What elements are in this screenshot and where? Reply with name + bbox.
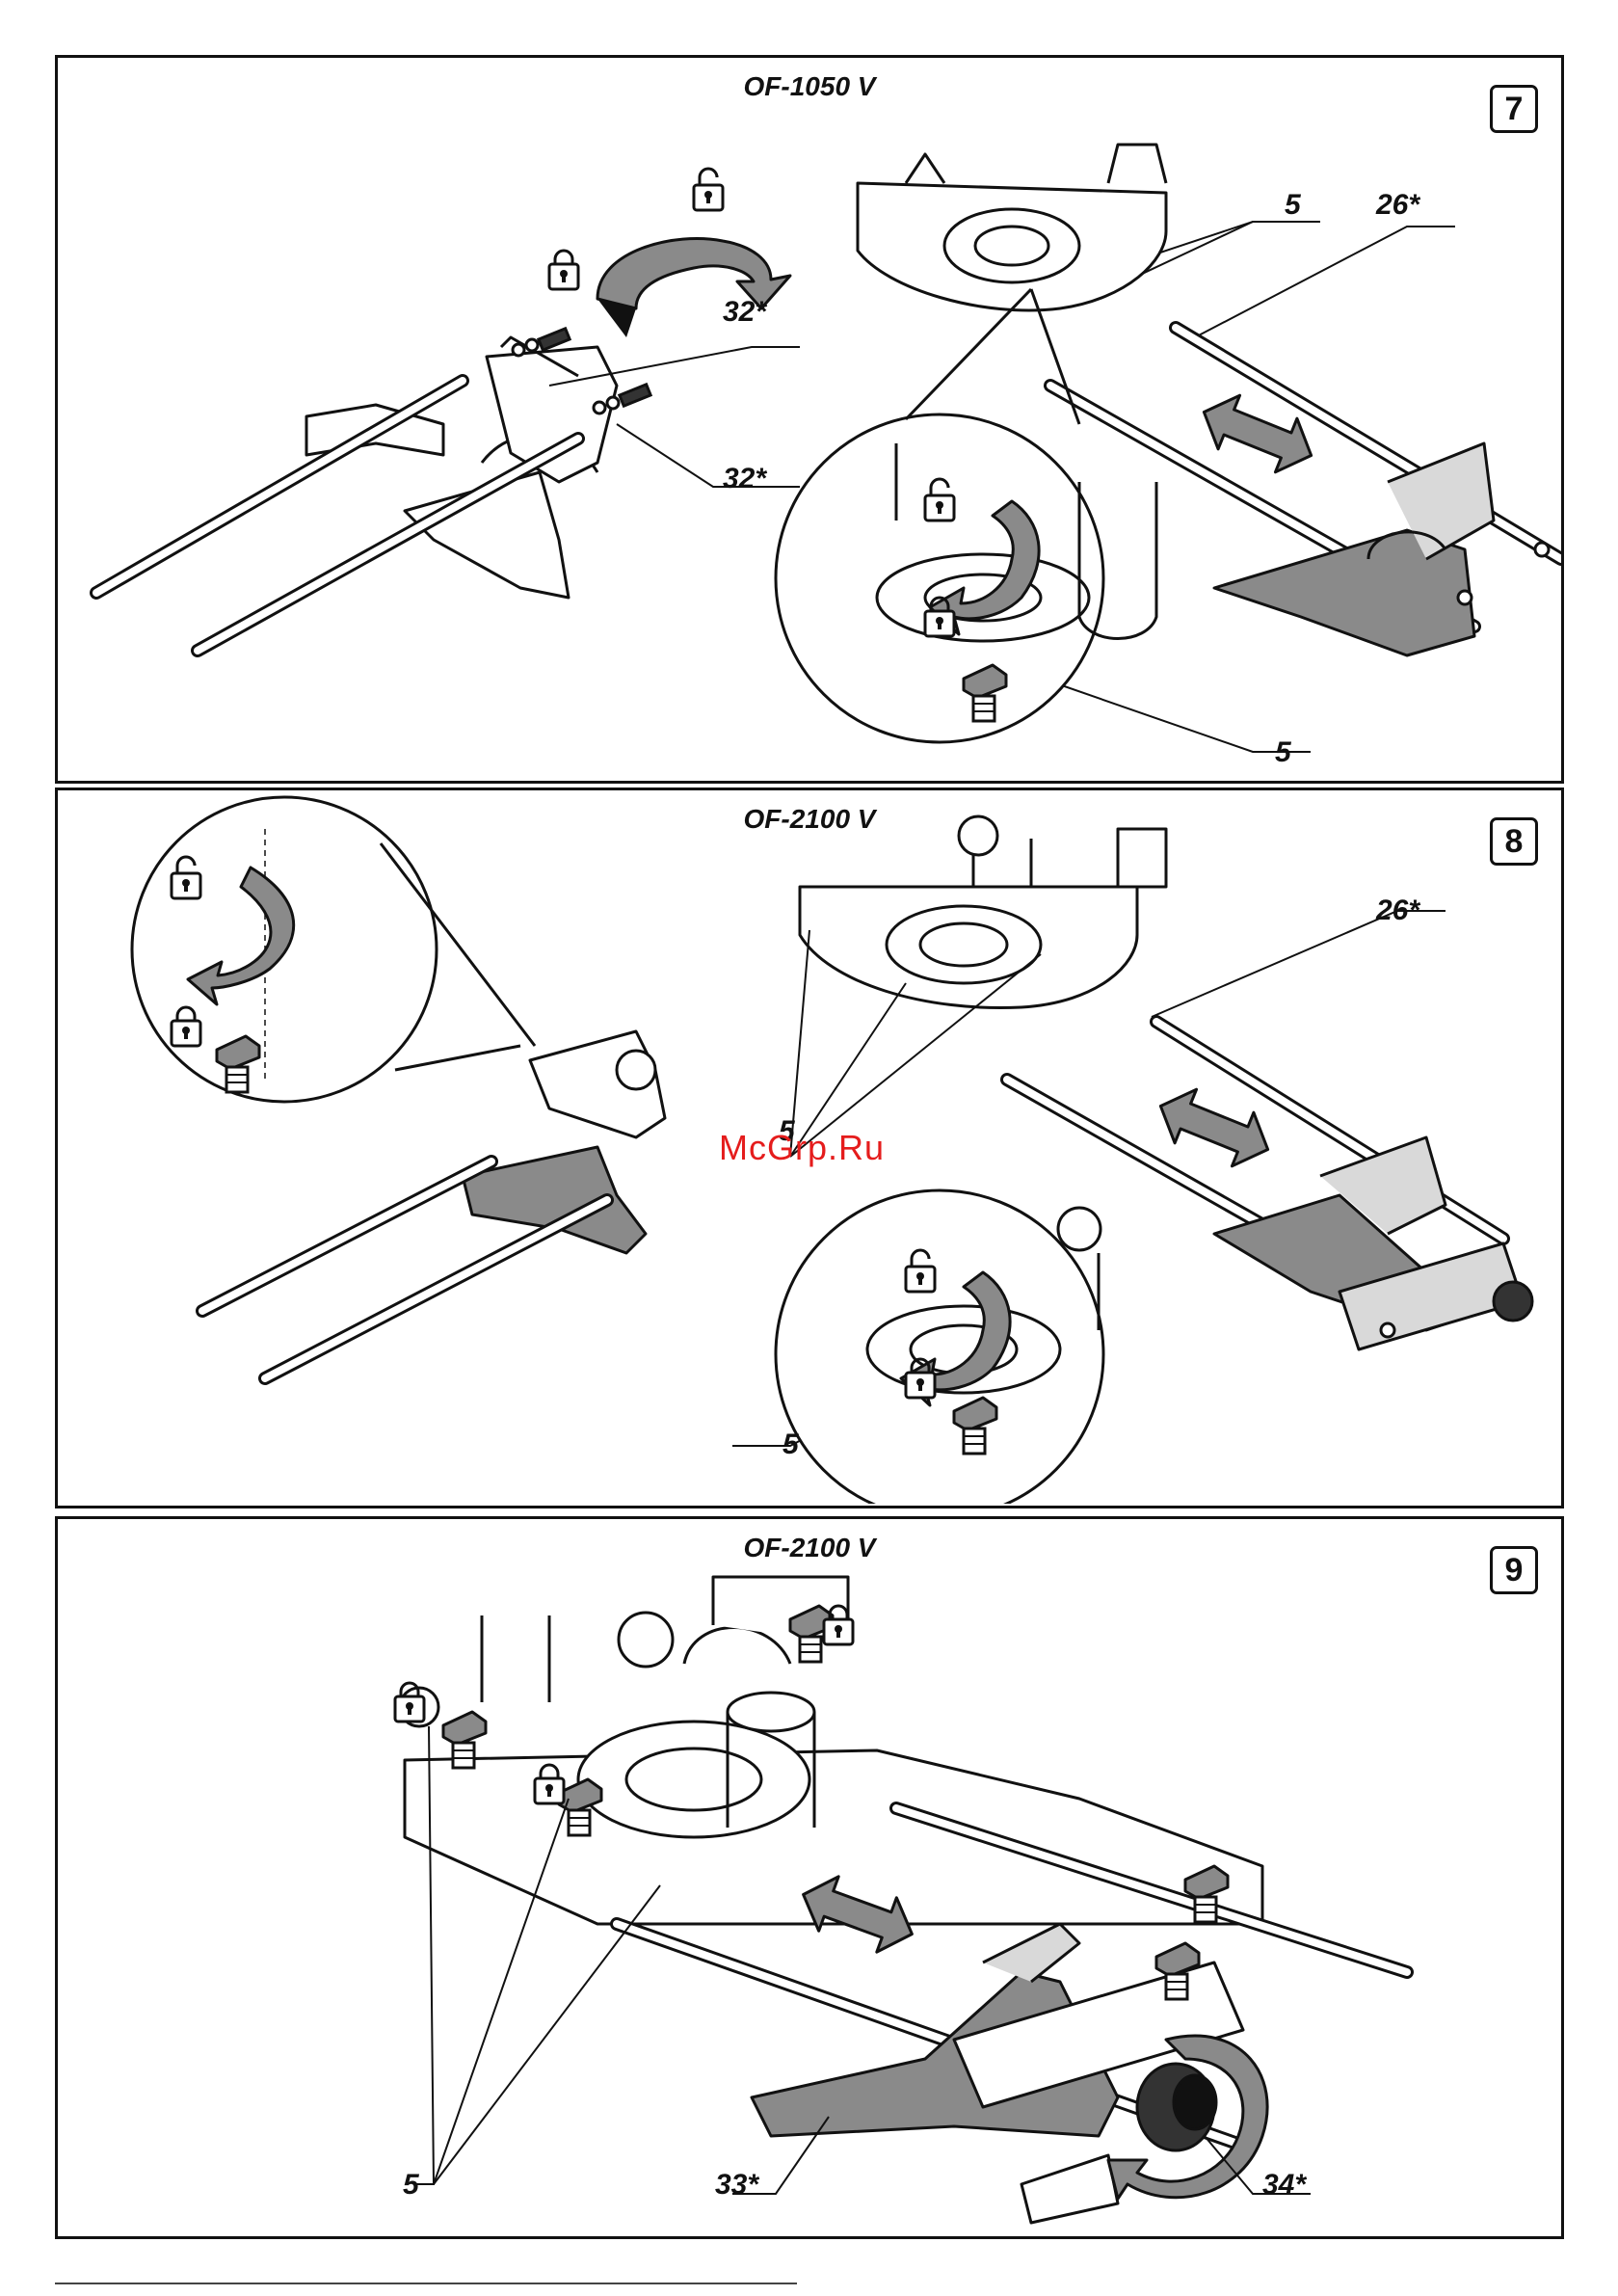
- detail-magnifier: [132, 797, 535, 1102]
- fine-adjust-knob-34: [1137, 2064, 1216, 2150]
- panel-7-drawing: [58, 58, 1561, 781]
- callout-5-lower: 5: [782, 1428, 799, 1461]
- bottom-rule: [55, 2283, 797, 2284]
- callout-33-star: 33*: [715, 2169, 758, 2202]
- detail-magnifier: [776, 1190, 1103, 1504]
- callout-26-star: 26*: [1376, 189, 1419, 222]
- parallel-guide-assembly: [96, 337, 617, 651]
- callout-32-star-upper: 32*: [723, 296, 766, 329]
- router-base: [858, 145, 1166, 310]
- parallel-fence-with-fine-adjust: [1214, 1137, 1532, 1349]
- watermark-text: McGrp.Ru: [719, 1128, 885, 1168]
- figure-panel-7: OF-1050 V 7: [55, 55, 1564, 784]
- router-base: [800, 816, 1166, 1008]
- figure-panel-9: OF-2100 V 9: [55, 1516, 1564, 2239]
- lock-closed-icon: [549, 251, 578, 289]
- lock-open-icon: [694, 169, 723, 210]
- callout-5-upper: 5: [1285, 189, 1301, 222]
- parallel-fence: [1214, 443, 1549, 655]
- callout-5-group: 5: [403, 2169, 419, 2202]
- callout-34-star: 34*: [1262, 2169, 1306, 2202]
- callout-5-lower: 5: [1275, 736, 1291, 769]
- panel-9-drawing: [58, 1519, 1561, 2236]
- callout-26-star: 26*: [1376, 894, 1419, 927]
- detail-magnifier: [776, 289, 1156, 742]
- callout-32-star-lower: 32*: [723, 463, 766, 495]
